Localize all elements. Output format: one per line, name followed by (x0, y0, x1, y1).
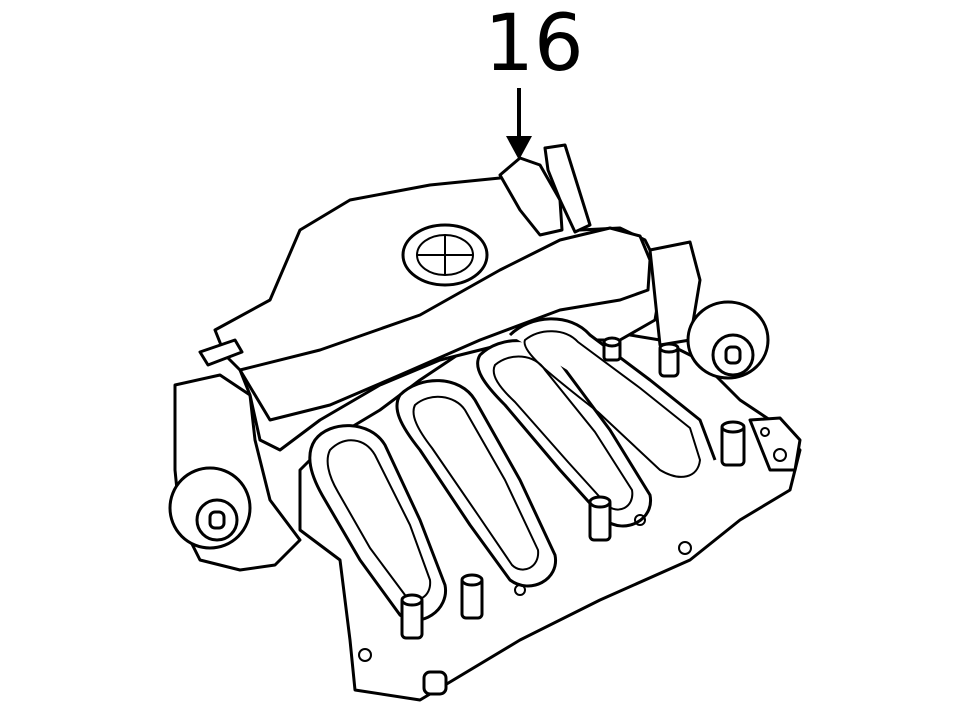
throttle-bracket (543, 143, 592, 234)
intake-manifold-part (168, 143, 802, 702)
bottom-plug (422, 670, 448, 696)
left-pin (198, 338, 244, 367)
throttle-flange (498, 156, 564, 237)
callout-number: 16 (484, 0, 583, 89)
upper-runner-tube (238, 226, 652, 422)
right-flange-tab (748, 416, 802, 472)
runner-2 (395, 379, 557, 588)
callout-arrow (506, 88, 532, 160)
right-solenoid (648, 240, 770, 380)
runner-1 (308, 424, 447, 622)
left-solenoid (168, 466, 252, 550)
